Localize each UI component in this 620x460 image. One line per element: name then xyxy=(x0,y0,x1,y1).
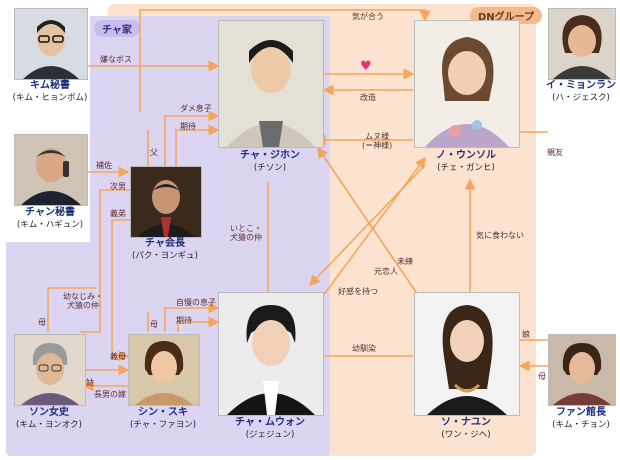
rel-iyana-boss: 嫌なボス xyxy=(100,55,132,64)
rel-shinyu: 親友 xyxy=(547,148,563,157)
rel-musume: 娘 xyxy=(522,330,530,339)
name-kim-hisho: キム秘書 xyxy=(6,80,94,93)
photo-son-joshi xyxy=(14,334,86,406)
actor-shin-suki: (チャ・ファヨン) xyxy=(116,420,210,431)
name-cha-jihon: チャ・ジホン xyxy=(218,150,322,163)
caption-so-nayun: ソ・ナユン (ワン・ジヘ) xyxy=(414,417,518,440)
rel-koukan: 好感を持つ xyxy=(338,287,378,296)
name-son-joshi: ソン女史 xyxy=(4,407,94,420)
rel-kitai1: 期待 xyxy=(180,122,196,131)
photo-cha-jihon xyxy=(218,20,324,148)
rel-jiman-musuko: 自慢の息子 xyxy=(176,298,216,307)
rel-heart: ♥ xyxy=(360,60,372,75)
actor-noh-eunsol: (チェ・ガンヒ) xyxy=(414,163,518,174)
portrait-cha-muwon xyxy=(219,293,323,415)
rel-itoko: いとこ・ 犬猿の仲 xyxy=(230,224,262,242)
photo-noh-eunsol xyxy=(414,20,520,148)
actor-son-joshi: (キム・ヨンオク) xyxy=(4,420,94,431)
portrait-chang-hisho xyxy=(15,135,87,205)
portrait-noh-eunsol xyxy=(415,21,519,147)
rel-mago: 姑 xyxy=(86,378,94,387)
caption-cha-muwon: チャ・ムウォン (ジェジュン) xyxy=(218,417,322,440)
photo-cha-muwon xyxy=(218,292,324,416)
actor-cha-muwon: (ジェジュン) xyxy=(218,430,322,441)
photo-so-nayun xyxy=(414,292,520,416)
photo-chang-hisho xyxy=(14,134,88,206)
rel-haha1: 母 xyxy=(150,320,158,329)
portrait-son-joshi xyxy=(15,335,85,405)
rel-kiga-au: 気が合う xyxy=(352,12,384,21)
arrow-miren xyxy=(318,148,416,292)
name-cha-kaicho: チャ会長 xyxy=(118,238,212,251)
rel-gitei: 義弟 xyxy=(110,209,126,218)
photo-cha-kaicho xyxy=(130,166,202,238)
rel-osananajimi-line1: 幼なじみ・ xyxy=(63,292,103,301)
caption-lee-myeongran: イ・ミョンラン (ハ・ジェスク) xyxy=(540,80,620,103)
portrait-shin-suki xyxy=(129,335,199,405)
arrow-koukan xyxy=(320,158,425,300)
actor-kim-hisho: (キム・ヒョンボム) xyxy=(6,93,94,104)
name-cha-muwon: チャ・ムウォン xyxy=(218,417,322,430)
rel-chonan-yome: 長男の嫁 xyxy=(94,390,126,399)
actor-fan-kancho: (キム・チョン) xyxy=(540,420,620,431)
rel-osananajimi-left: 幼なじみ・ 犬猿の仲 xyxy=(63,292,103,310)
name-shin-suki: シン・スキ xyxy=(116,407,210,420)
caption-shin-suki: シン・スキ (チャ・ファヨン) xyxy=(116,407,210,430)
arrow-kitai1 xyxy=(176,130,218,168)
rel-muse-line1: ムヌ様 xyxy=(365,132,389,141)
portrait-cha-kaicho xyxy=(131,167,201,237)
rel-osananajimi: 幼馴染 xyxy=(352,344,376,353)
caption-son-joshi: ソン女史 (キム・ヨンオク) xyxy=(4,407,94,430)
caption-cha-kaicho: チャ会長 (パク・ヨンギュ) xyxy=(118,238,212,261)
rel-itoko-line2: 犬猿の仲 xyxy=(230,233,262,242)
rel-osananajimi-line2: 犬猿の仲 xyxy=(67,301,99,310)
actor-cha-kaicho: (パク・ヨンギュ) xyxy=(118,251,212,262)
actor-cha-jihon: (チソン) xyxy=(218,163,322,174)
rel-kitai2: 期待 xyxy=(176,316,192,325)
portrait-so-nayun xyxy=(415,293,519,415)
name-noh-eunsol: ノ・ウンソル xyxy=(414,150,518,163)
rel-moto-koibito: 元恋人 xyxy=(374,267,398,276)
name-fan-kancho: ファン館長 xyxy=(540,407,620,420)
portrait-lee-myeongran xyxy=(549,9,615,79)
photo-lee-myeongran xyxy=(548,8,616,80)
rel-miren: 未練 xyxy=(397,257,413,266)
rel-hosa: 補佐 xyxy=(96,161,112,170)
rel-dame-musuko: ダメ息子 xyxy=(180,104,212,113)
caption-noh-eunsol: ノ・ウンソル (チェ・ガンヒ) xyxy=(414,150,518,173)
rel-haha3: 母 xyxy=(538,372,546,381)
rel-gibo: 義母 xyxy=(110,352,126,361)
portrait-fan-kancho xyxy=(549,335,615,405)
rel-kaizo: 改造 xyxy=(360,93,376,102)
caption-chang-hisho: チャン秘書 (キム・ハギュン) xyxy=(6,207,94,230)
photo-fan-kancho xyxy=(548,334,616,406)
portrait-cha-jihon xyxy=(219,21,323,147)
rel-muse-line2: (＝神様) xyxy=(362,141,392,150)
photo-kim-hisho xyxy=(14,8,88,80)
rel-muse: ムヌ様 (＝神様) xyxy=(362,132,392,150)
actor-so-nayun: (ワン・ジヘ) xyxy=(414,430,518,441)
rel-jinan: 次男 xyxy=(110,182,126,191)
photo-shin-suki xyxy=(128,334,200,406)
caption-cha-jihon: チャ・ジホン (チソン) xyxy=(218,150,322,173)
name-so-nayun: ソ・ナユン xyxy=(414,417,518,430)
caption-fan-kancho: ファン館長 (キム・チョン) xyxy=(540,407,620,430)
name-lee-myeongran: イ・ミョンラン xyxy=(540,80,620,93)
portrait-kim-hisho xyxy=(15,9,87,79)
name-chang-hisho: チャン秘書 xyxy=(6,207,94,220)
rel-haha2: 母 xyxy=(38,318,46,327)
actor-lee-myeongran: (ハ・ジェスク) xyxy=(540,93,620,104)
rel-itoko-line1: いとこ・ xyxy=(230,224,262,233)
arrow-cross xyxy=(310,165,425,285)
rel-chichi: 父 xyxy=(150,148,158,157)
actor-chang-hisho: (キム・ハギュン) xyxy=(6,220,94,231)
caption-kim-hisho: キム秘書 (キム・ヒョンボム) xyxy=(6,80,94,103)
rel-ki-ni-kuwanai: 気に食わない xyxy=(476,231,524,240)
